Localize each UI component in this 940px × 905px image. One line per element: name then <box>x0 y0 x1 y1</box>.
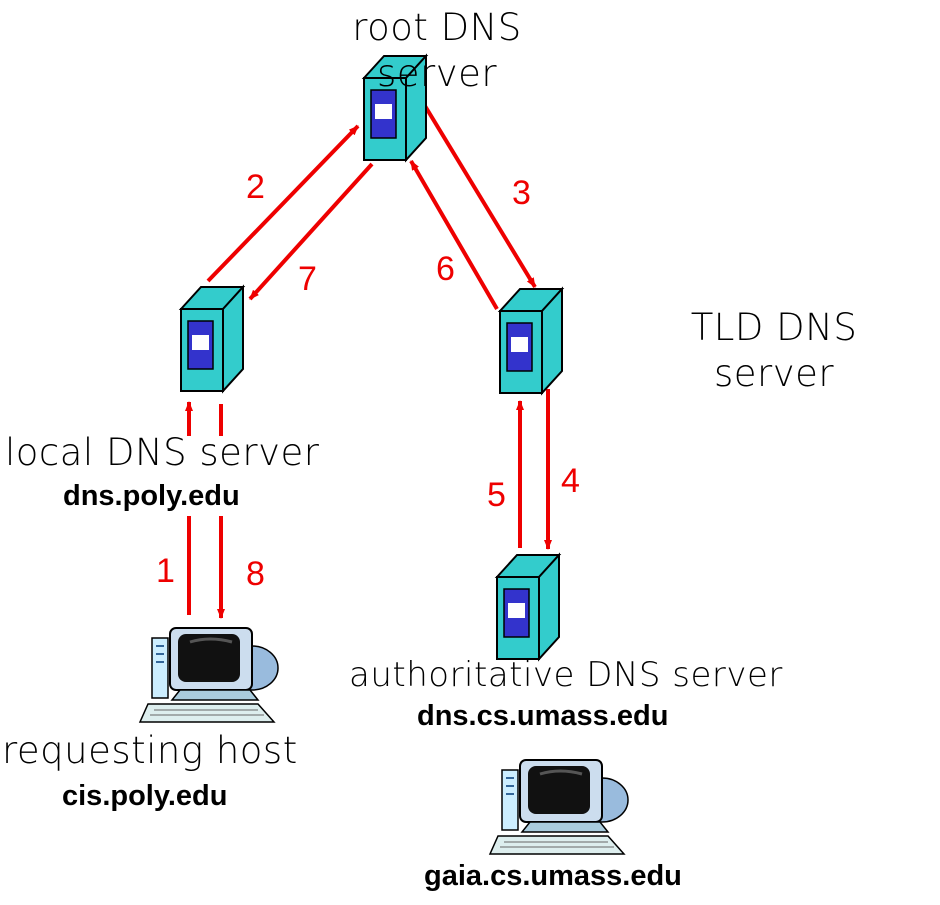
authoritative-dns-hostname: dns.cs.umass.edu <box>417 700 669 732</box>
step-2-arrow <box>206 124 360 283</box>
step-number-7: 7 <box>298 260 317 298</box>
desktop-computer-icon <box>138 626 280 724</box>
local-dns-hostname: dns.poly.edu <box>63 480 240 512</box>
root-dns-label: root DNS server <box>352 6 522 95</box>
desktop-computer-icon <box>488 758 630 856</box>
server-tower-icon <box>180 286 244 392</box>
step-number-1: 1 <box>156 552 175 590</box>
step-number-4: 4 <box>561 462 580 500</box>
requesting-host-hostname: cis.poly.edu <box>62 780 228 812</box>
local-dns-label: local DNS server <box>5 431 320 474</box>
step-number-8: 8 <box>246 555 265 593</box>
authoritative-dns-label: authoritative DNS server <box>349 655 783 695</box>
step-number-2: 2 <box>246 168 265 206</box>
target-host-hostname: gaia.cs.umass.edu <box>424 860 682 892</box>
server-tower-icon <box>496 554 560 660</box>
step-6-arrow <box>409 159 499 311</box>
step-number-3: 3 <box>512 174 531 212</box>
requesting-host-label: requesting host <box>2 729 298 772</box>
step-number-5: 5 <box>487 476 506 514</box>
step-3-arrow <box>420 99 537 289</box>
step-number-6: 6 <box>436 250 455 288</box>
server-tower-icon <box>499 288 563 394</box>
step-7-arrow <box>248 162 374 301</box>
tld-dns-label: TLD DNS server <box>690 306 858 395</box>
